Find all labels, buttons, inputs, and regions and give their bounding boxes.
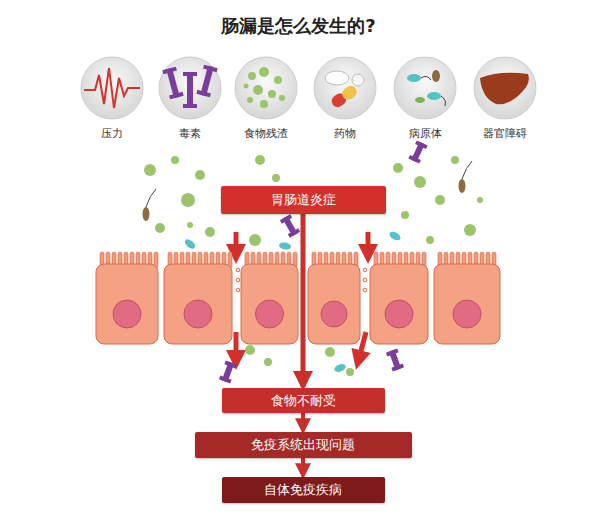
box-text: 胃肠道炎症 — [271, 191, 336, 209]
icon-label: 器官障碍 — [483, 126, 527, 141]
icon-label: 食物残渣 — [244, 126, 288, 141]
particles — [143, 140, 484, 383]
icon-label: 病原体 — [409, 126, 442, 141]
intestinal-cells — [96, 252, 500, 344]
food-debris-icon — [235, 57, 297, 119]
diagram-title: 肠漏是怎么发生的? — [0, 14, 597, 38]
icon-label: 药物 — [334, 126, 356, 141]
process-box: 自体免疫疾病 — [222, 477, 385, 503]
pathogen-icon — [394, 57, 456, 119]
icon-label: 毒素 — [179, 126, 201, 141]
medicine-icon — [314, 57, 376, 119]
box-text: 自体免疫疾病 — [264, 481, 342, 499]
flow-arrow — [301, 413, 305, 431]
box-text: 免疫系统出现问题 — [251, 436, 355, 454]
toxin-icon — [159, 57, 221, 119]
box-text: 食物不耐受 — [271, 392, 336, 410]
liver-icon — [474, 57, 536, 119]
process-box: 食物不耐受 — [222, 388, 385, 413]
stress-icon — [81, 57, 143, 119]
flow-arrow — [301, 458, 305, 476]
flow-arrow — [301, 214, 306, 387]
process-box: 胃肠道炎症 — [221, 186, 386, 214]
icon-label: 压力 — [101, 126, 123, 141]
process-box: 免疫系统出现问题 — [195, 432, 412, 458]
